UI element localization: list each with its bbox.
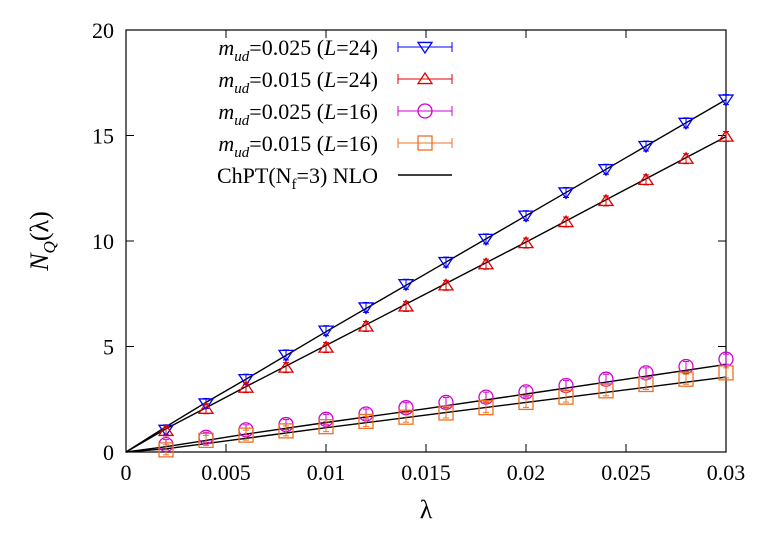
data-point	[477, 257, 495, 270]
data-point	[678, 371, 694, 387]
data-point	[397, 279, 415, 292]
fit-curve-4	[125, 376, 727, 453]
data-point	[557, 214, 575, 228]
y-axis-label: NQ(λ)	[25, 211, 59, 272]
data-point	[638, 376, 654, 393]
y-tick-label: 0	[103, 440, 114, 465]
data-point	[597, 164, 615, 177]
series-3	[158, 351, 734, 453]
legend-label: mud=0.025 (L=16)	[218, 99, 378, 129]
data-point	[438, 405, 454, 421]
data-point	[238, 427, 254, 443]
legend-sample-marker	[417, 103, 433, 119]
legend-sample-marker	[417, 135, 433, 151]
data-point	[717, 129, 735, 142]
data-point	[437, 278, 455, 291]
fit-curve-3	[125, 363, 727, 453]
legend-sample-marker	[416, 71, 434, 85]
data-point	[197, 401, 215, 414]
series-4	[158, 365, 734, 458]
data-point	[517, 210, 535, 223]
data-point	[637, 140, 655, 154]
data-point	[598, 383, 614, 399]
data-point	[237, 380, 255, 393]
legend: mud=0.025 (L=24)mud=0.015 (L=24)mud=0.02…	[217, 35, 453, 193]
data-point	[437, 256, 455, 270]
legend-label: mud=0.025 (L=24)	[218, 35, 378, 65]
data-point	[317, 325, 335, 338]
data-point	[517, 235, 535, 249]
data-point	[198, 432, 214, 449]
legend-entry-curve: ChPT(Nf=3) NLO	[217, 163, 452, 193]
data-points	[157, 94, 735, 458]
legend-label: mud=0.015 (L=24)	[218, 67, 378, 97]
data-point	[558, 389, 574, 405]
series-2	[157, 129, 735, 437]
data-point	[398, 409, 414, 425]
data-point	[277, 349, 295, 363]
legend-entry-1: mud=0.025 (L=24)	[218, 35, 453, 65]
legend-entry-4: mud=0.015 (L=16)	[218, 131, 453, 161]
y-tick-label: 5	[103, 335, 114, 360]
data-point	[277, 360, 295, 373]
data-point	[478, 400, 494, 416]
legend-entry-3: mud=0.025 (L=16)	[218, 99, 453, 129]
data-point	[318, 419, 334, 435]
x-axis-label: λ	[420, 495, 433, 524]
data-point	[637, 172, 655, 186]
y-tick-label: 20	[92, 18, 114, 43]
legend-label: mud=0.015 (L=16)	[218, 131, 378, 161]
data-point	[518, 394, 534, 411]
legend-label: ChPT(Nf=3) NLO	[217, 163, 378, 193]
data-point	[278, 423, 294, 439]
x-tick-label: 0.02	[507, 460, 546, 485]
data-point	[157, 423, 175, 437]
data-point	[717, 94, 735, 107]
x-tick-label: 0.005	[201, 460, 251, 485]
fit-curves	[125, 98, 727, 453]
data-point	[477, 233, 495, 247]
data-point	[557, 187, 575, 200]
fit-curve-1	[125, 98, 727, 453]
data-point	[357, 302, 375, 315]
data-point	[237, 374, 255, 387]
x-tick-label: 0.03	[707, 460, 746, 485]
data-point	[678, 358, 694, 375]
data-point	[597, 193, 615, 207]
axis-ticks: 0 0.005 0.01 0.015 0.02 0.025 0.03 0 5 10 15 20	[92, 18, 745, 485]
x-tick-label: 0.015	[401, 460, 451, 485]
data-point	[317, 340, 335, 353]
y-tick-label: 10	[92, 229, 114, 254]
data-point	[677, 151, 695, 164]
data-point	[197, 398, 215, 411]
data-point	[358, 413, 374, 430]
legend-sample-marker	[416, 41, 434, 55]
axis-labels: λ NQ(λ)	[25, 211, 433, 524]
data-point	[357, 319, 375, 332]
x-tick-label: 0.01	[307, 460, 346, 485]
data-point	[677, 117, 695, 130]
legend-entry-2: mud=0.015 (L=24)	[218, 67, 453, 97]
x-tick-label: 0.025	[601, 460, 651, 485]
data-point	[718, 365, 734, 381]
data-point	[158, 442, 174, 458]
x-tick-label: 0	[121, 460, 132, 485]
data-point	[397, 299, 415, 312]
y-tick-label: 15	[92, 124, 114, 149]
